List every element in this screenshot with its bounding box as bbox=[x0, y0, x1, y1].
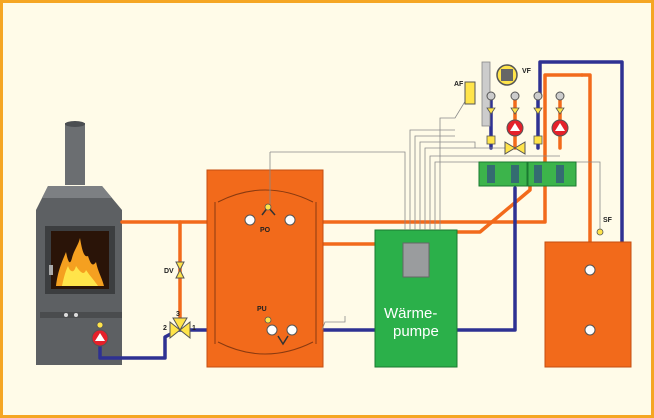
stove-chimney bbox=[65, 123, 85, 185]
hydraulic-manifold bbox=[478, 161, 577, 187]
dhw-port-top bbox=[584, 264, 596, 276]
thermometer-icon bbox=[533, 91, 543, 101]
storage-tank-curve-bottom bbox=[217, 341, 314, 355]
hot-water-tank-body bbox=[544, 241, 632, 368]
wire-po bbox=[270, 151, 406, 230]
manifold-channel bbox=[556, 165, 564, 183]
sensor-sf bbox=[596, 228, 604, 236]
dv-valve-top bbox=[175, 261, 185, 272]
mixing-valve bbox=[514, 141, 526, 155]
valve-port-2-label: 2 bbox=[163, 325, 167, 332]
storage-top-pipe bbox=[288, 73, 584, 224]
valve-right bbox=[179, 320, 191, 340]
mixer-motor-core bbox=[501, 69, 513, 81]
storage-bottom-diffuser bbox=[277, 335, 289, 346]
stove-grate bbox=[40, 312, 122, 318]
dv-label: DV bbox=[164, 268, 174, 275]
wire-pump2 bbox=[429, 155, 560, 230]
dhw-flow-pipe bbox=[580, 73, 592, 272]
stove-door-handle bbox=[49, 265, 53, 275]
storage-bottom-port-left bbox=[266, 324, 278, 336]
wire-mixer bbox=[419, 141, 476, 230]
heat-pump-label-line2: pumpe bbox=[393, 323, 439, 340]
wire-pu bbox=[321, 316, 346, 331]
wire-vf bbox=[439, 89, 473, 230]
dhw-port-bottom bbox=[584, 324, 596, 336]
sensor-pu-label: PU bbox=[257, 306, 267, 313]
sensor-po bbox=[264, 203, 272, 211]
sensor-pu bbox=[264, 316, 272, 324]
fire-core bbox=[62, 266, 98, 286]
differential-valve-dv: DV bbox=[164, 261, 185, 279]
dv-valve-bottom bbox=[175, 268, 185, 279]
manifold-block-1 bbox=[478, 161, 528, 187]
wire-pump1 bbox=[424, 147, 510, 230]
storage-tank-body bbox=[206, 169, 324, 368]
storage-tank-curve-top bbox=[217, 189, 314, 203]
stove-grate-dot bbox=[64, 313, 68, 317]
sensor-po-label: PO bbox=[260, 227, 271, 234]
valve-port-3-label: 3 bbox=[176, 311, 180, 318]
valve-port-1-label: 1 bbox=[192, 325, 196, 332]
af-label: AF bbox=[454, 81, 464, 88]
valve-top bbox=[172, 317, 188, 331]
shutoff-valve-icon bbox=[510, 107, 520, 115]
thermometer-icon bbox=[486, 91, 496, 101]
sensor-sf-label: SF bbox=[603, 217, 613, 224]
wire-af2 bbox=[414, 135, 455, 230]
mixing-valve bbox=[504, 141, 516, 155]
check-valve-icon bbox=[486, 135, 496, 145]
heat-pump-display bbox=[402, 242, 430, 278]
manifold-channel bbox=[534, 165, 542, 183]
hot-water-tank: SF bbox=[544, 217, 632, 368]
manifold-channel bbox=[487, 165, 495, 183]
thermometer-icon bbox=[555, 91, 565, 101]
buffer-storage-tank: PO PU bbox=[206, 169, 324, 368]
stove-pump bbox=[91, 321, 109, 347]
valve-left bbox=[169, 320, 181, 340]
wire-af bbox=[409, 129, 455, 230]
af-sensor-box bbox=[464, 81, 476, 105]
heatpump-return-pipe bbox=[455, 186, 517, 332]
stove-grate-dot bbox=[74, 313, 78, 317]
storage-bottom-port-right bbox=[286, 324, 298, 336]
outdoor-sensor-af: AF bbox=[454, 61, 491, 127]
stove-pump-sensor bbox=[96, 321, 104, 329]
storage-top-port-left bbox=[244, 214, 256, 226]
stove-pump-triangle bbox=[95, 333, 105, 341]
shutoff-valve-icon bbox=[486, 107, 496, 115]
wood-stove bbox=[36, 121, 122, 365]
pump-direction-icon bbox=[510, 123, 520, 131]
pump-group: VF bbox=[486, 64, 569, 155]
stove-chimney-top bbox=[65, 121, 85, 127]
check-valve-icon bbox=[533, 135, 543, 145]
manifold-channel bbox=[511, 165, 519, 183]
thermometer-icon bbox=[510, 91, 520, 101]
storage-top-port-right bbox=[284, 214, 296, 226]
heat-pump-label-line1: Wärme- bbox=[384, 305, 437, 322]
stove-cold-return-pipe bbox=[98, 328, 274, 360]
shutoff-valve-icon bbox=[533, 107, 543, 115]
shutoff-valve-icon bbox=[555, 107, 565, 115]
stove-top bbox=[42, 186, 112, 198]
heat-pump: Wärme- pumpe bbox=[374, 229, 458, 368]
three-way-valve: 2 3 1 bbox=[163, 311, 196, 340]
vf-label: VF bbox=[522, 68, 532, 75]
pump-direction-icon bbox=[555, 123, 565, 131]
